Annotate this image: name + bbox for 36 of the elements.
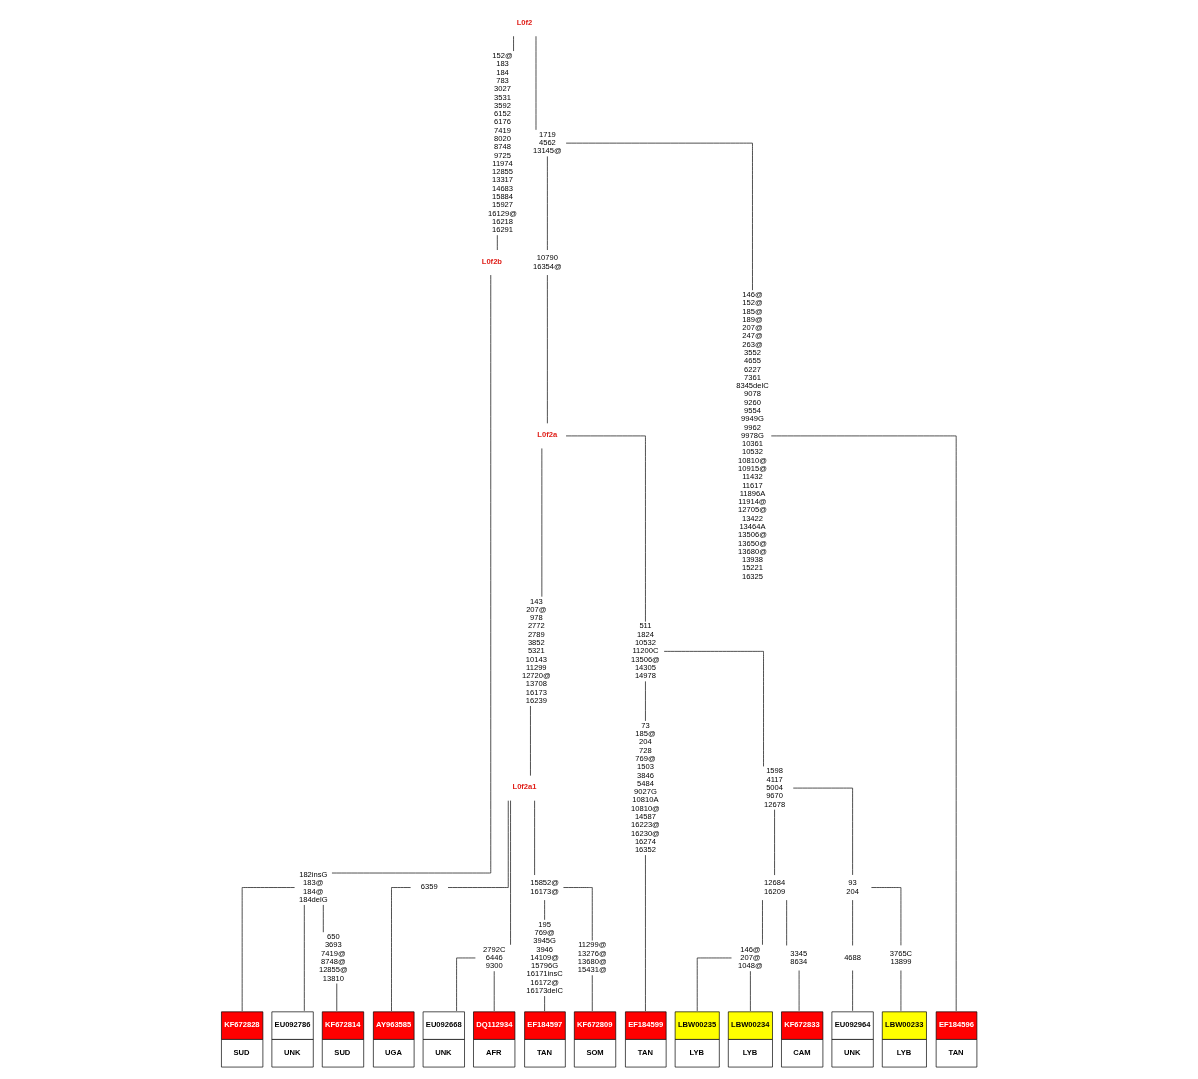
node-text: 195 769@ 3945G 3946 14109@ 15796G 16171insC 16172@ 16173delC <box>526 919 563 996</box>
node-text: 1598 4117 5004 9670 12678 <box>764 766 786 809</box>
connector <box>447 800 509 888</box>
node-text: 10790 16354@ <box>532 253 562 271</box>
connector <box>565 142 753 291</box>
node-text: 146@ 152@ 185@ 189@ 207@ 247@ 263@ 3552 4655 6227 7361 8345delC 9078 9260 9554 9949G 9962 9978G 10361 10532 10810@ 10915@ 11432 11617 11896A 11914@ 12705@ 13422 13464A 13506@ 13650@ 13680@ 13938 15221 16325 <box>736 289 769 581</box>
connector <box>871 887 902 946</box>
connector <box>513 35 514 52</box>
node-text: 93 204 <box>846 878 859 896</box>
connector <box>530 705 531 776</box>
node-text: 12684 16209 <box>764 878 786 896</box>
node-text: 73 185@ 204 728 769@ 1503 3846 5484 9027G 10810A 10810@ 14587 16223@ 16230@ 16274 16352 <box>631 720 660 855</box>
node-text: 4688 <box>844 952 862 962</box>
node-text: 650 3693 7419@ 8748@ 12855@ 13810 <box>318 932 348 983</box>
connector <box>510 800 511 946</box>
node-text: 182insG 183@ 184@ 184delG <box>298 870 328 904</box>
node-text: L0f2a <box>537 430 558 440</box>
node-text: 1719 4562 13145@ <box>532 129 562 156</box>
connector <box>663 651 764 767</box>
connector <box>762 899 763 946</box>
node-text: 143 207@ 978 2772 2789 3852 5321 10143 11299 12720@ 13708 16173 16239 <box>521 596 551 706</box>
connector <box>241 887 295 1012</box>
connector <box>391 887 411 1012</box>
node-text: 146@ 207@ 1048@ <box>738 944 763 971</box>
node-text: 3345 8634 <box>790 948 808 967</box>
node-text: L0f2b <box>481 256 502 266</box>
node-text: 3765C 13899 <box>889 948 913 967</box>
node-text: 511 1824 10532 11200C 13506@ 14305 14978 <box>631 621 660 681</box>
node-text: 6359 <box>420 882 438 892</box>
connector <box>563 887 593 941</box>
node-text: 152@ 183 184 783 3027 3531 3592 6152 6176 7419 8020 8748 9725 11974 12855 13317 14683 15884 15927 16129@ 16218 16291 <box>488 51 517 235</box>
node-text: 15852@ 16173@ <box>530 878 560 896</box>
node-text: L0f2 <box>516 17 533 27</box>
node-text: L0f2a1 <box>512 782 537 792</box>
node-text: 11299@ 13276@ 13680@ 15431@ <box>577 940 607 975</box>
node-text: 2792C 6446 9300 <box>483 944 506 971</box>
